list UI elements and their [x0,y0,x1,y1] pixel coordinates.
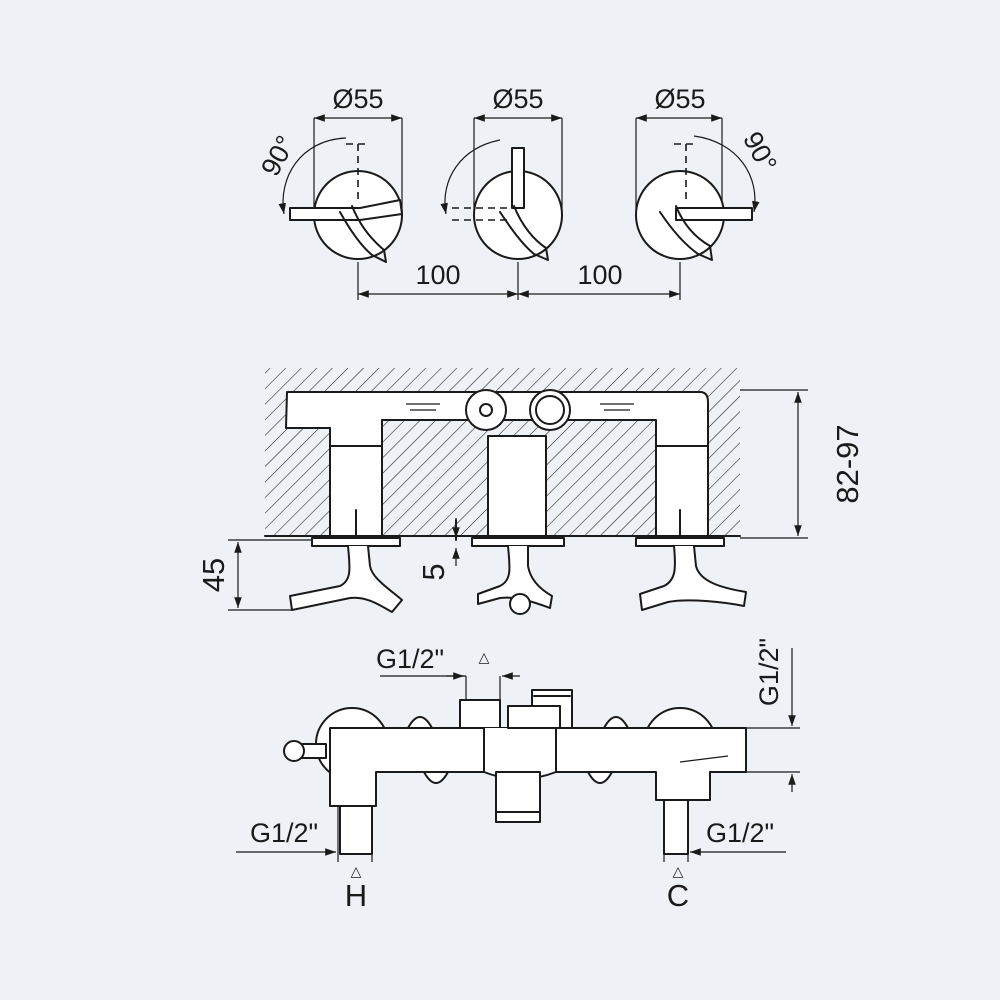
handle-top-left: Ø55 90° [255,84,403,263]
thread-hot-label: G1/2" [250,818,318,848]
bottom-view: G1/2" △ G1/2" G1/2" △ H G1/2" △ C [236,638,800,913]
projection-label: 45 [196,558,231,592]
cold-letter: C [667,878,689,913]
depth-range-label: 82-97 [830,424,865,503]
top-view: Ø55 90° Ø55 [255,84,783,300]
section-view: 82-97 45 5 [196,368,865,615]
dia-right-label: Ø55 [654,84,705,114]
spacing-right-label: 100 [577,260,622,290]
handle-top-right: Ø55 90° [635,84,783,261]
arrow-cold-symbol: △ [673,863,684,879]
handle-top-center: Ø55 [440,84,563,261]
dia-center-label: Ø55 [492,84,543,114]
angle-right-label: 90° [737,127,783,177]
arrow-top-symbol: △ [479,649,490,665]
angle-left-label: 90° [255,131,301,181]
dia-left-label: Ø55 [332,84,383,114]
thread-cold-label: G1/2" [706,818,774,848]
thread-top-label: G1/2" [376,644,444,674]
arrow-hot-symbol: △ [351,863,362,879]
thread-side-label: G1/2" [754,638,784,706]
spacing-dimension: 100 100 [357,260,681,300]
spacing-left-label: 100 [415,260,460,290]
gap-label: 5 [416,563,451,580]
hot-letter: H [345,878,367,913]
